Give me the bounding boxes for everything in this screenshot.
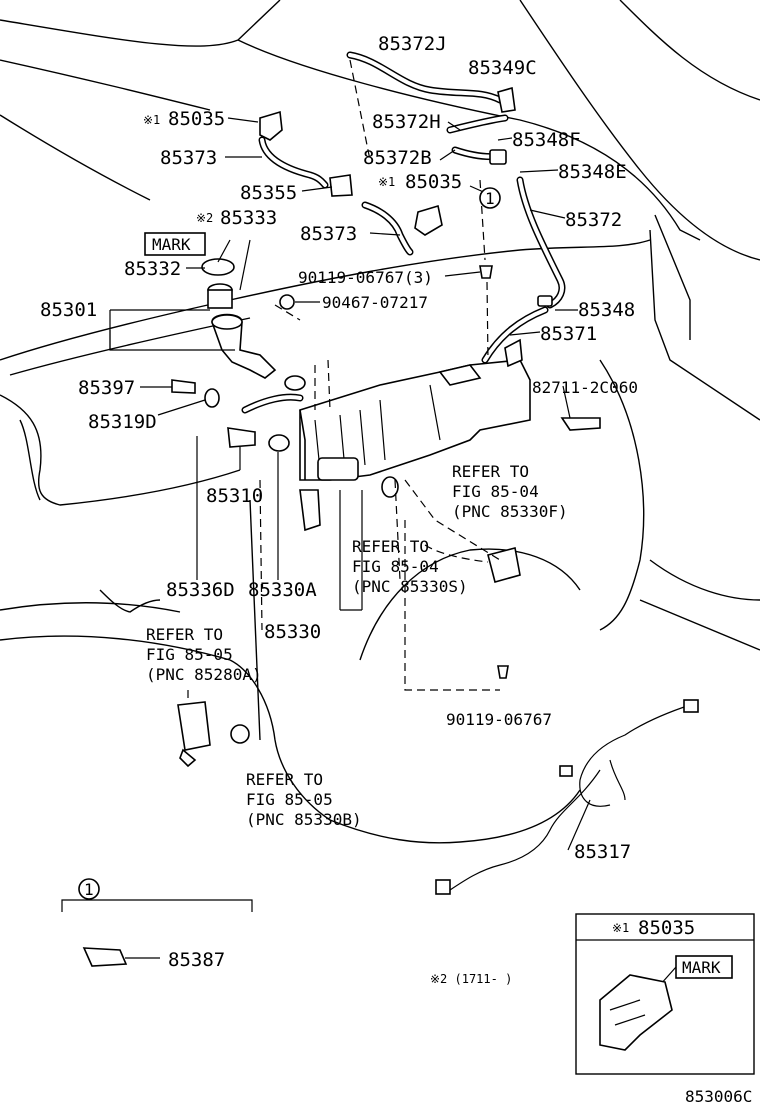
vehicle-body-outline: [0, 0, 760, 844]
ref-85330B: REFER TO FIG 85-05 (PNC 85330B): [246, 770, 362, 829]
label-85330: 85330: [264, 621, 321, 643]
inset-box-85035: ※1 85035 MARK: [575, 913, 755, 1075]
label-pointers: [110, 117, 591, 959]
label-85372J: 85372J: [378, 33, 447, 55]
label-85301: 85301: [40, 299, 97, 321]
label-85397: 85397: [78, 377, 135, 399]
svg-text:REFER TO: REFER TO: [452, 462, 529, 481]
label-85349C: 85349C: [468, 57, 537, 79]
label-85387: 85387: [168, 949, 225, 971]
label-85348F: 85348F: [512, 129, 581, 151]
ref-85330F: REFER TO FIG 85-04 (PNC 85330F): [452, 462, 568, 521]
ref-85330S: REFER TO FIG 85-04 (PNC 85330S): [352, 537, 468, 596]
label-85348E: 85348E: [558, 161, 627, 183]
mark-boxes: MARK: [144, 232, 206, 256]
diagram-code: 853006C: [685, 1087, 752, 1106]
label-90119-06767: 90119-06767: [446, 710, 552, 729]
label-82711-2C060: 82711-2C060: [532, 378, 638, 397]
mark-label-b: MARK: [682, 958, 721, 977]
label-85355: 85355: [240, 182, 297, 204]
svg-text:(PNC 85280A): (PNC 85280A): [146, 665, 262, 684]
svg-text:FIG 85-04: FIG 85-04: [452, 482, 539, 501]
label-85330A: 85330A: [248, 579, 317, 601]
callout-1-top: 1: [485, 189, 495, 208]
svg-text:(PNC 85330S): (PNC 85330S): [352, 577, 468, 596]
svg-text:FIG 85-05: FIG 85-05: [246, 790, 333, 809]
label-85035-mid: 85035: [405, 171, 462, 193]
label-85317: 85317: [574, 841, 631, 863]
callout-1-bottom: 1: [84, 880, 94, 899]
note-2-applicability: ※2 (1711- ): [430, 972, 512, 986]
label-85373-top: 85373: [160, 147, 217, 169]
part-labels: 85372J 85349C ※1 85035 85372H 85348F 853…: [40, 33, 638, 971]
inset-label-85035: 85035: [638, 917, 695, 939]
callout-markers: 1 1: [78, 187, 501, 900]
label-85372: 85372: [565, 209, 622, 231]
mark-label-a: MARK: [152, 235, 191, 254]
note-marker-2a: ※2: [196, 211, 213, 225]
wire-harness-85317: [435, 699, 699, 895]
svg-text:(PNC 85330F): (PNC 85330F): [452, 502, 568, 521]
leader-lines: [61, 59, 501, 912]
small-parts: [82, 86, 601, 967]
label-85310: 85310: [206, 485, 263, 507]
label-85333: 85333: [220, 207, 277, 229]
washer-reservoir-tank: [299, 338, 531, 532]
label-85372H: 85372H: [372, 111, 441, 133]
filler-neck-assembly: [201, 258, 306, 391]
svg-text:REFER TO: REFER TO: [246, 770, 323, 789]
label-90119-06767-3: 90119-06767(3): [298, 268, 433, 287]
inset-note-marker: ※1: [612, 921, 629, 935]
svg-text:REFER TO: REFER TO: [352, 537, 429, 556]
label-85372B: 85372B: [363, 147, 432, 169]
label-85348: 85348: [578, 299, 635, 321]
washer-hoses: [241, 51, 566, 414]
reference-notes: REFER TO FIG 85-04 (PNC 85330F) REFER TO…: [146, 462, 568, 829]
svg-text:(PNC 85330B): (PNC 85330B): [246, 810, 362, 829]
label-90467-07217: 90467-07217: [322, 293, 428, 312]
label-85336D: 85336D: [166, 579, 235, 601]
label-85035-top: 85035: [168, 108, 225, 130]
label-85373-mid: 85373: [300, 223, 357, 245]
svg-text:FIG 85-05: FIG 85-05: [146, 645, 233, 664]
label-85319D: 85319D: [88, 411, 157, 433]
svg-text:REFER TO: REFER TO: [146, 625, 223, 644]
svg-text:FIG 85-04: FIG 85-04: [352, 557, 439, 576]
note-marker-1a: ※1: [143, 113, 160, 127]
ref-85280A: REFER TO FIG 85-05 (PNC 85280A): [146, 625, 262, 684]
label-85332: 85332: [124, 258, 181, 280]
note-marker-1b: ※1: [378, 175, 395, 189]
label-85371: 85371: [540, 323, 597, 345]
